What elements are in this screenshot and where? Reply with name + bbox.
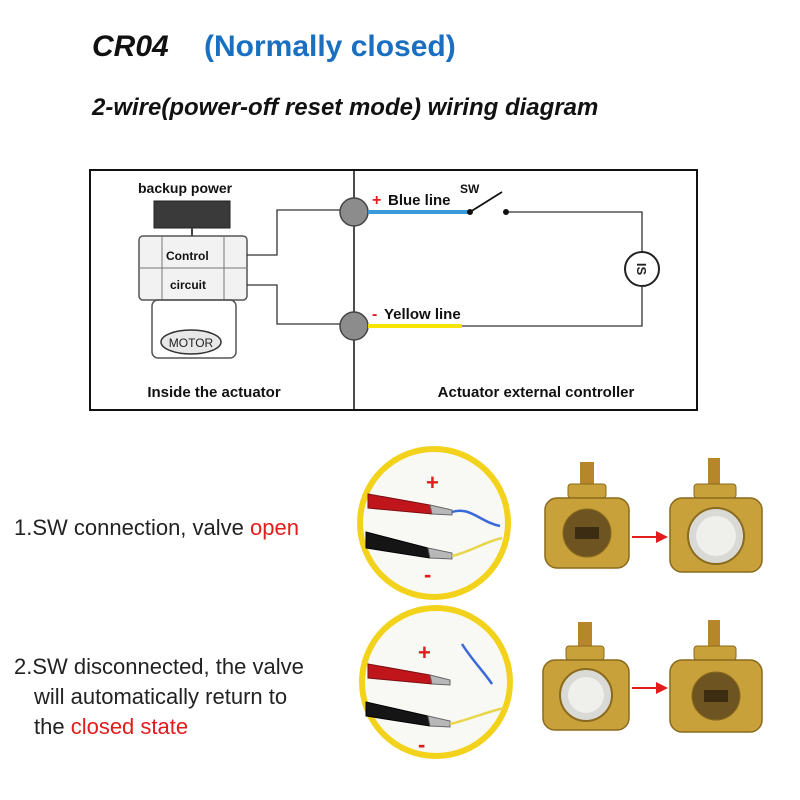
terminal-positive [339, 197, 369, 227]
diagram-subtitle: 2-wire(power-off reset mode) wiring diag… [92, 94, 599, 121]
valve-open-icon [542, 622, 630, 731]
step1-highlight: open [250, 515, 299, 540]
step2-prefix: the [34, 714, 71, 739]
model-title: CR04 [92, 30, 169, 63]
motor-icon [160, 329, 222, 355]
circuit-label: circuit [170, 278, 206, 292]
inside-actuator-label: Inside the actuator [147, 384, 281, 401]
plus-sign: + [372, 192, 381, 209]
control-label: Control [166, 249, 209, 263]
photo2-minus: - [418, 732, 425, 757]
backup-power-label: backup power [138, 180, 233, 196]
arrow-icon [632, 682, 668, 694]
external-controller-label: Actuator external controller [438, 384, 635, 401]
terminal-negative [339, 311, 369, 341]
motor-label: MOTOR [169, 336, 214, 350]
photo1-plus: + [426, 470, 439, 495]
load-label: IS [634, 263, 649, 276]
step1-text: 1.SW connection, valve open [14, 513, 299, 543]
arrow-icon [632, 531, 668, 543]
clip-photo-disconnected [359, 605, 513, 759]
step2-line3: the closed state [34, 712, 188, 742]
sw-label: SW [460, 182, 480, 196]
step2-line2: will automatically return to [34, 684, 288, 709]
blue-line-label: Blue line [388, 192, 451, 209]
yellow-line-label: Yellow line [384, 306, 461, 323]
photo1-minus: - [424, 562, 431, 587]
step2-line1: 2.SW disconnected, the valve [14, 654, 304, 679]
minus-sign: - [372, 306, 377, 323]
valve-closed-icon [669, 620, 763, 733]
mode-title: (Normally closed) [204, 30, 456, 63]
photo2-plus: + [418, 640, 431, 665]
backup-power-block [153, 200, 231, 229]
switch-lever [469, 191, 503, 213]
step1-prefix: 1.SW connection, valve [14, 515, 251, 540]
step2-highlight: closed state [70, 714, 189, 739]
valve-closed-icon [544, 462, 630, 569]
valve-open-icon [669, 458, 763, 573]
diagram-frame [89, 169, 698, 411]
clip-photo-connected [357, 446, 511, 600]
